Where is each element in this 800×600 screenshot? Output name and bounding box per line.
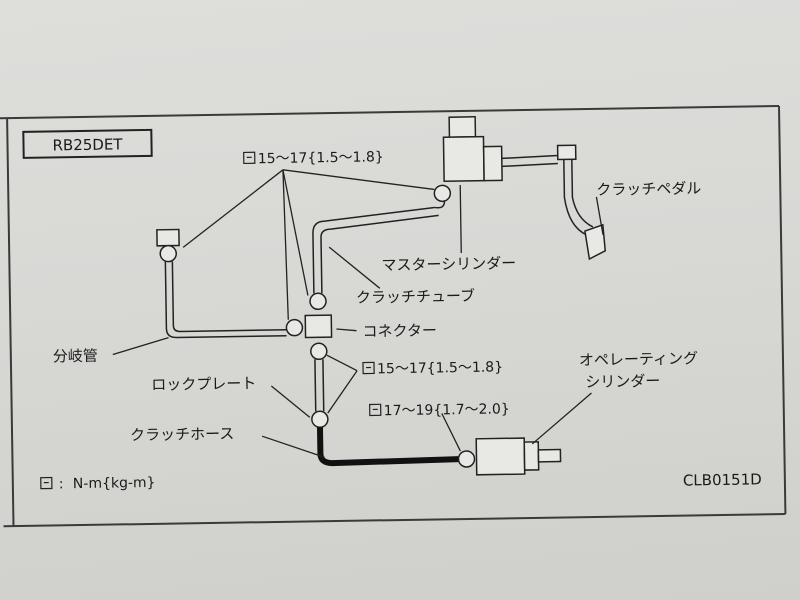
- pedal-pad: [584, 223, 607, 261]
- master-cylinder-cap: [448, 116, 477, 138]
- branch-pipe-outer: [164, 261, 287, 339]
- torque-lower-value: 17～19{1.7～2.0}: [384, 401, 510, 419]
- connector-top-fitting: [309, 292, 327, 311]
- torque-legend-prefix: :: [59, 476, 64, 492]
- torque-icon-lower: [369, 403, 382, 417]
- clutch-tube-label: クラッチチューブ: [356, 287, 475, 307]
- torque-icon-middle: [362, 361, 375, 375]
- torque-icon-upper: [243, 151, 256, 165]
- engine-code-box: [22, 128, 153, 159]
- frame-right-border: [778, 106, 787, 514]
- clutch-tube-outer: [312, 206, 435, 294]
- master-cylinder-label: マスターシリンダー: [381, 254, 516, 274]
- clutch-hose-line: [316, 427, 463, 467]
- operating-cylinder-fitting: [457, 450, 476, 468]
- branch-pipe-label: 分岐管: [53, 347, 98, 366]
- operating-cylinder-label-line2: シリンダー: [585, 372, 660, 391]
- lock-plate-label: ロックプレート: [151, 374, 256, 394]
- operating-cylinder-label-line1: オペレーティング: [579, 349, 698, 369]
- connector-left-fitting: [285, 318, 304, 337]
- torque-legend-icon: [40, 476, 53, 490]
- master-cylinder-reservoir: [442, 135, 485, 183]
- connector-label: コネクター: [362, 321, 437, 340]
- pedal-arm-outer: [563, 159, 588, 236]
- torque-upper-value: 15～17{1.5～1.8}: [258, 149, 384, 167]
- reservoir-fitting: [159, 244, 177, 263]
- branch-pipe-inner: [171, 261, 287, 333]
- pedal-arm-inner: [571, 159, 594, 228]
- clutch-tube-inner: [320, 214, 439, 294]
- frame-left-border: [6, 118, 15, 527]
- lock-plate-fitting: [311, 410, 329, 429]
- master-cylinder-body: [482, 145, 503, 182]
- pedal-pivot: [556, 144, 577, 161]
- torque-legend-text: N-m{kg-m}: [73, 475, 156, 492]
- frame-top-border: [0, 105, 780, 120]
- engine-code-label: RB25DET: [52, 135, 123, 154]
- connector-block: [304, 314, 333, 339]
- branch-reservoir: [156, 228, 180, 247]
- clutch-hose-label: クラッチホース: [130, 425, 235, 445]
- middle-torque-leaders: [326, 354, 358, 414]
- upper-torque-leaders: [182, 169, 435, 320]
- connector-bottom-fitting: [310, 342, 328, 361]
- operating-cylinder-rod: [537, 448, 562, 463]
- clutch-pedal-label: クラッチペダル: [596, 179, 701, 199]
- master-cylinder-fitting: [433, 184, 452, 203]
- torque-middle-value: 15～17{1.5～1.8}: [377, 359, 503, 377]
- drawing-code-label: CLB0151D: [683, 470, 762, 489]
- frame-bottom-border: [3, 512, 786, 528]
- operating-cylinder-body: [475, 437, 526, 476]
